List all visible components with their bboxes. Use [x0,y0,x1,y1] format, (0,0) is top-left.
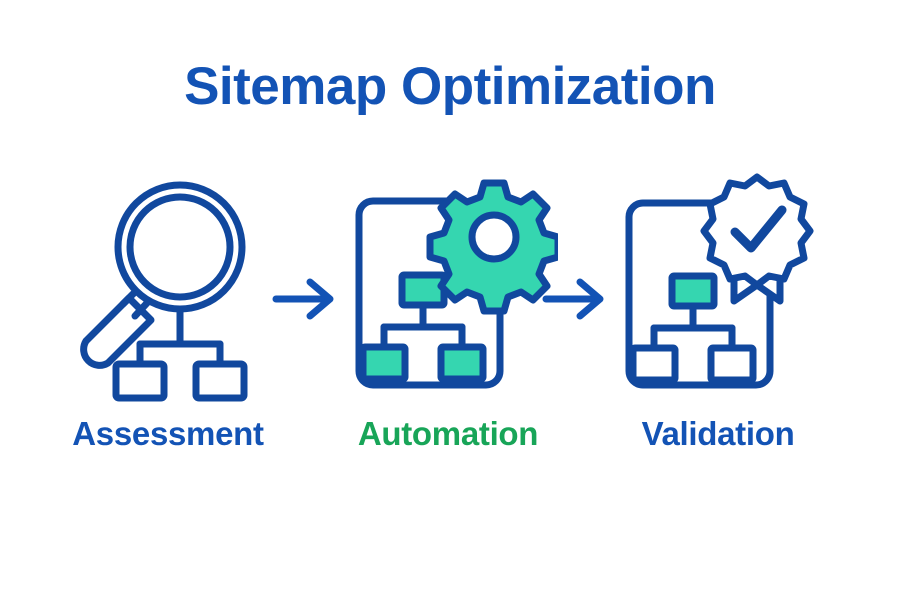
step-validation-label: Validation [641,415,795,452]
sitemap-node-left [359,343,409,383]
arrow-right-icon [272,278,334,320]
check-icon [730,205,787,252]
verified-badge-icon [700,173,814,288]
arrow-automation-to-validation [542,276,612,322]
document-sitemap-gear-icon [355,179,558,389]
step-validation-icon-wrap [588,170,848,410]
sitemap-node-right [437,343,487,383]
sitemap-node-root [668,272,718,309]
sitemap-node-root [398,271,448,309]
gear-icon [426,179,558,315]
step-automation-label: Automation [357,415,539,452]
step-assessment[interactable]: Assessment [38,170,298,480]
sitemap-node-left [629,344,679,383]
step-assessment-icon-wrap [38,170,298,410]
document-sitemap-badge-icon [625,173,814,388]
step-automation[interactable]: Automation [318,170,578,480]
page-title: Sitemap Optimization [184,57,716,116]
step-assessment-label: Assessment [72,415,264,452]
arrow-assessment-to-automation [272,276,342,322]
step-automation-icon-wrap [318,170,578,410]
step-validation[interactable]: Validation [588,170,848,480]
sitemap-node-right [707,344,757,383]
arrow-right-icon [542,278,604,320]
process-steps-row: Assessment [0,170,900,480]
magnifier-sitemap-icon [80,181,248,402]
